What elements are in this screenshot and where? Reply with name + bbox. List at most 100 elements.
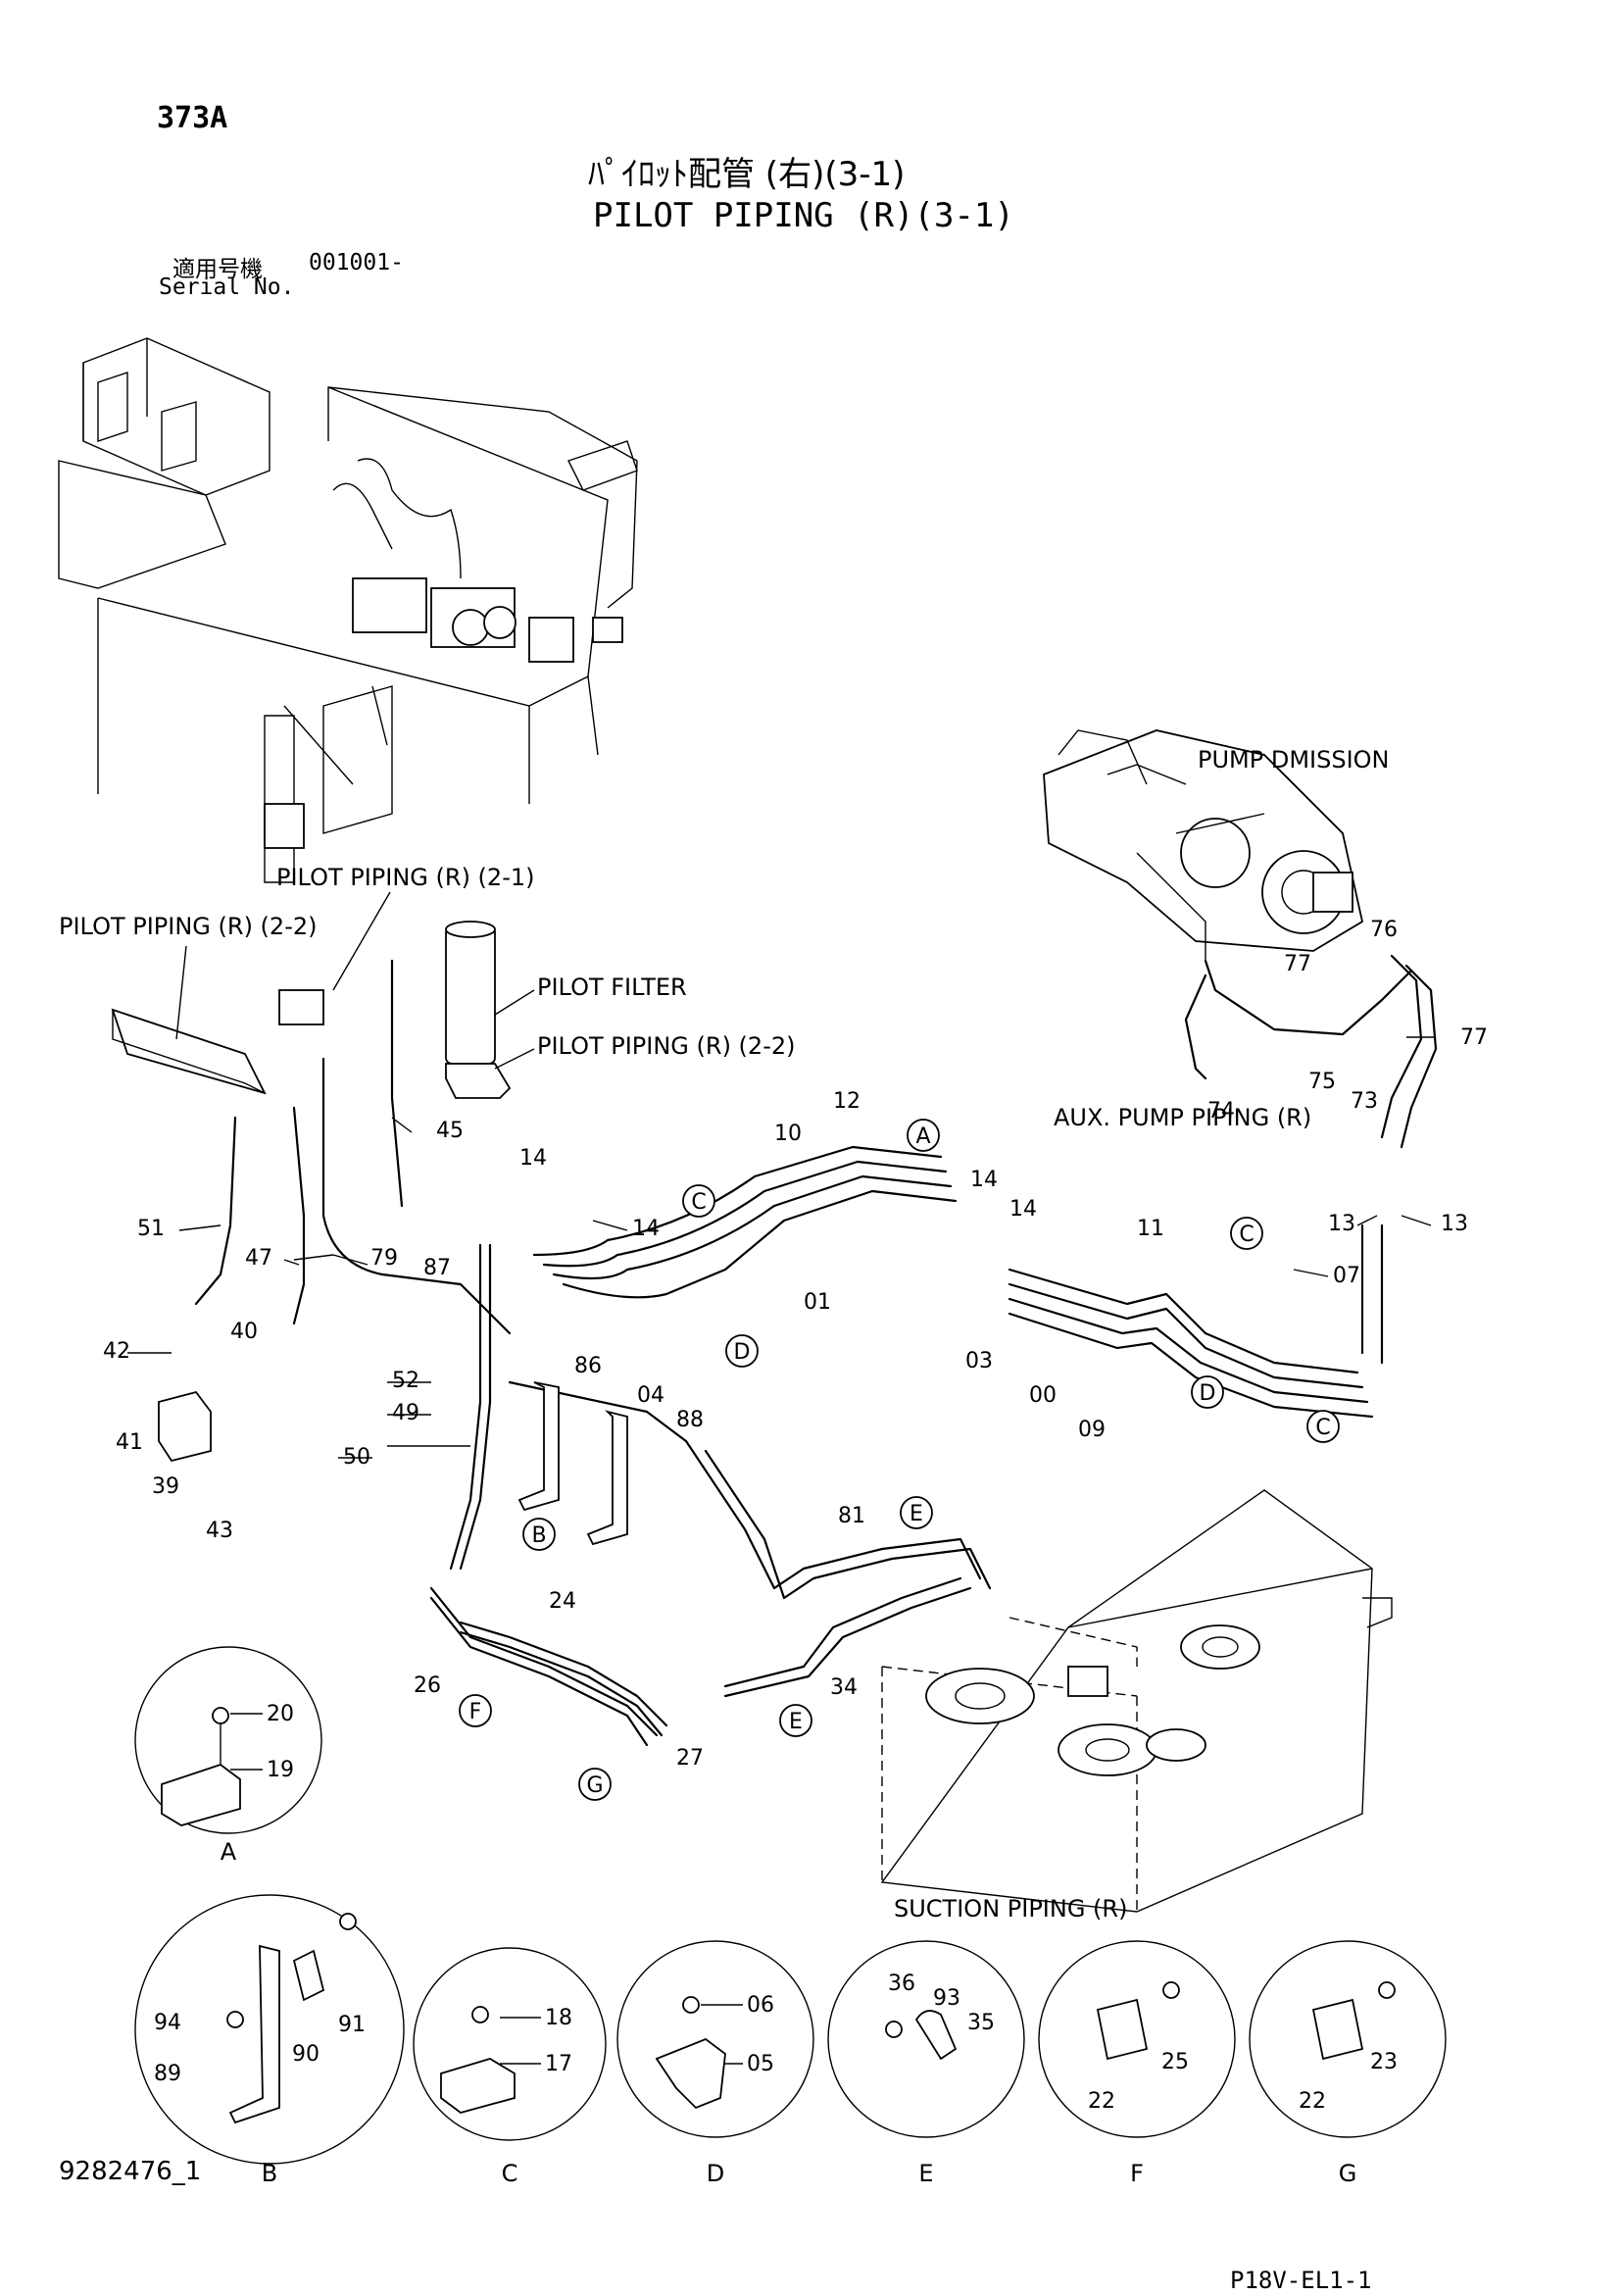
title-jp: ﾊﾟｲﾛｯﾄ配管 (右)(3-1) bbox=[588, 155, 906, 194]
detail-labels: A B C D E F G bbox=[221, 1838, 1357, 2187]
part-43: 43 bbox=[206, 1519, 233, 1543]
callout-pilot-piping-2-1: PILOT PIPING (R) (2-1) bbox=[276, 864, 534, 891]
part-13: 13 bbox=[1328, 1212, 1355, 1236]
part-05: 05 bbox=[747, 2052, 774, 2076]
callout-labels: PUMP DMISSION PILOT PIPING (R) (2-1) PIL… bbox=[59, 746, 1390, 1922]
part-34: 34 bbox=[830, 1675, 858, 1700]
part-79: 79 bbox=[370, 1246, 398, 1271]
callout-pump-transmission: PUMP DMISSION bbox=[1198, 746, 1390, 774]
part-42: 42 bbox=[103, 1339, 130, 1364]
part-25: 25 bbox=[1161, 2050, 1189, 2074]
part-77: 77 bbox=[1460, 1025, 1488, 1050]
part-07: 07 bbox=[1333, 1264, 1360, 1288]
part-20: 20 bbox=[267, 1702, 294, 1726]
pilot-filter bbox=[445, 921, 512, 1099]
part-14: 14 bbox=[519, 1146, 547, 1171]
part-35: 35 bbox=[967, 2011, 995, 2035]
part-01: 01 bbox=[804, 1290, 831, 1315]
part-11: 11 bbox=[1137, 1217, 1164, 1241]
part-22: 22 bbox=[1088, 2089, 1115, 2114]
part-77: 77 bbox=[1284, 952, 1311, 976]
part-86: 86 bbox=[574, 1354, 602, 1378]
detail-F: F bbox=[1130, 2160, 1144, 2187]
ref-C: C bbox=[1239, 1223, 1254, 1247]
part-45: 45 bbox=[436, 1119, 464, 1143]
part-18: 18 bbox=[545, 2006, 572, 2030]
detail-C: C bbox=[502, 2160, 518, 2187]
part-93: 93 bbox=[933, 1986, 960, 2011]
serial-label-jp: 適用号機 bbox=[172, 257, 263, 282]
part-06: 06 bbox=[747, 1993, 774, 2018]
title-en: PILOT PIPING (R)(3-1) bbox=[593, 196, 1014, 235]
part-91: 91 bbox=[338, 2013, 366, 2037]
part-89: 89 bbox=[154, 2062, 181, 2086]
callout-pilot-piping-2-2-right: PILOT PIPING (R) (2-2) bbox=[537, 1032, 795, 1060]
part-49: 49 bbox=[392, 1401, 419, 1425]
part-51: 51 bbox=[137, 1217, 165, 1241]
serial-label-en: Serial No. bbox=[159, 275, 295, 300]
part-52: 52 bbox=[392, 1369, 419, 1393]
callout-suction-piping: SUCTION PIPING (R) bbox=[894, 1895, 1127, 1922]
part-24: 24 bbox=[549, 1589, 576, 1614]
ref-A: A bbox=[915, 1124, 930, 1149]
hydraulic-tank bbox=[880, 1489, 1393, 1913]
part-10: 10 bbox=[774, 1122, 802, 1146]
part-41: 41 bbox=[116, 1430, 143, 1455]
callout-pilot-filter: PILOT FILTER bbox=[537, 973, 687, 1001]
part-94: 94 bbox=[154, 2011, 181, 2035]
part-40: 40 bbox=[230, 1320, 258, 1344]
ref-G: G bbox=[586, 1773, 603, 1798]
ref-D: D bbox=[1200, 1381, 1216, 1406]
left-hoses bbox=[194, 959, 992, 1747]
part-39: 39 bbox=[152, 1474, 179, 1499]
ref-letters: A C D C D C E B E F G bbox=[459, 1119, 1340, 1801]
ref-D: D bbox=[734, 1340, 751, 1365]
machine-overview-sketch bbox=[58, 337, 638, 883]
ref-F: F bbox=[469, 1700, 482, 1724]
callout-pilot-piping-2-2-left: PILOT PIPING (R) (2-2) bbox=[59, 913, 317, 940]
detail-A: A bbox=[221, 1838, 237, 1866]
drawing-number: 9282476_1 bbox=[59, 2157, 202, 2186]
part-76: 76 bbox=[1370, 918, 1398, 942]
part-90: 90 bbox=[292, 2042, 320, 2067]
ref-E: E bbox=[789, 1710, 803, 1734]
part-23: 23 bbox=[1370, 2050, 1398, 2074]
part-14: 14 bbox=[970, 1168, 998, 1192]
pipe-24 bbox=[459, 1621, 668, 1737]
serial-value: 001001- bbox=[309, 250, 404, 275]
part-22: 22 bbox=[1299, 2089, 1326, 2114]
callout-aux-pump-piping: AUX. PUMP PIPING (R) bbox=[1054, 1104, 1311, 1131]
part-74: 74 bbox=[1207, 1099, 1235, 1123]
detail-B: B bbox=[262, 2160, 277, 2187]
detail-D: D bbox=[707, 2160, 724, 2187]
part-19: 19 bbox=[267, 1758, 294, 1782]
part-00: 00 bbox=[1029, 1383, 1057, 1408]
detail-views bbox=[134, 1646, 1447, 2165]
pump-outlet-lines bbox=[1184, 954, 1438, 1365]
page-code: 373A bbox=[157, 101, 228, 135]
part-14: 14 bbox=[1009, 1197, 1037, 1222]
bracket-86 bbox=[517, 1381, 628, 1546]
part-73: 73 bbox=[1351, 1089, 1378, 1114]
pump-assembly bbox=[1043, 729, 1364, 961]
part-81: 81 bbox=[838, 1504, 865, 1528]
block-39 bbox=[158, 1390, 212, 1463]
ref-C: C bbox=[1315, 1416, 1330, 1440]
part-14: 14 bbox=[632, 1217, 660, 1241]
part-26: 26 bbox=[414, 1673, 441, 1698]
part-87: 87 bbox=[423, 1256, 451, 1280]
part-36: 36 bbox=[888, 1972, 915, 1996]
pilot-manifold bbox=[111, 989, 324, 1095]
part-04: 04 bbox=[637, 1383, 664, 1408]
part-09: 09 bbox=[1078, 1418, 1106, 1442]
part-13: 13 bbox=[1441, 1212, 1468, 1236]
part-12: 12 bbox=[833, 1089, 861, 1114]
part-47: 47 bbox=[245, 1246, 272, 1271]
ref-E: E bbox=[910, 1502, 923, 1526]
ref-C: C bbox=[691, 1190, 706, 1215]
part-88: 88 bbox=[676, 1408, 704, 1432]
part-75: 75 bbox=[1308, 1070, 1336, 1094]
detail-E: E bbox=[918, 2160, 933, 2187]
part-27: 27 bbox=[676, 1746, 704, 1771]
